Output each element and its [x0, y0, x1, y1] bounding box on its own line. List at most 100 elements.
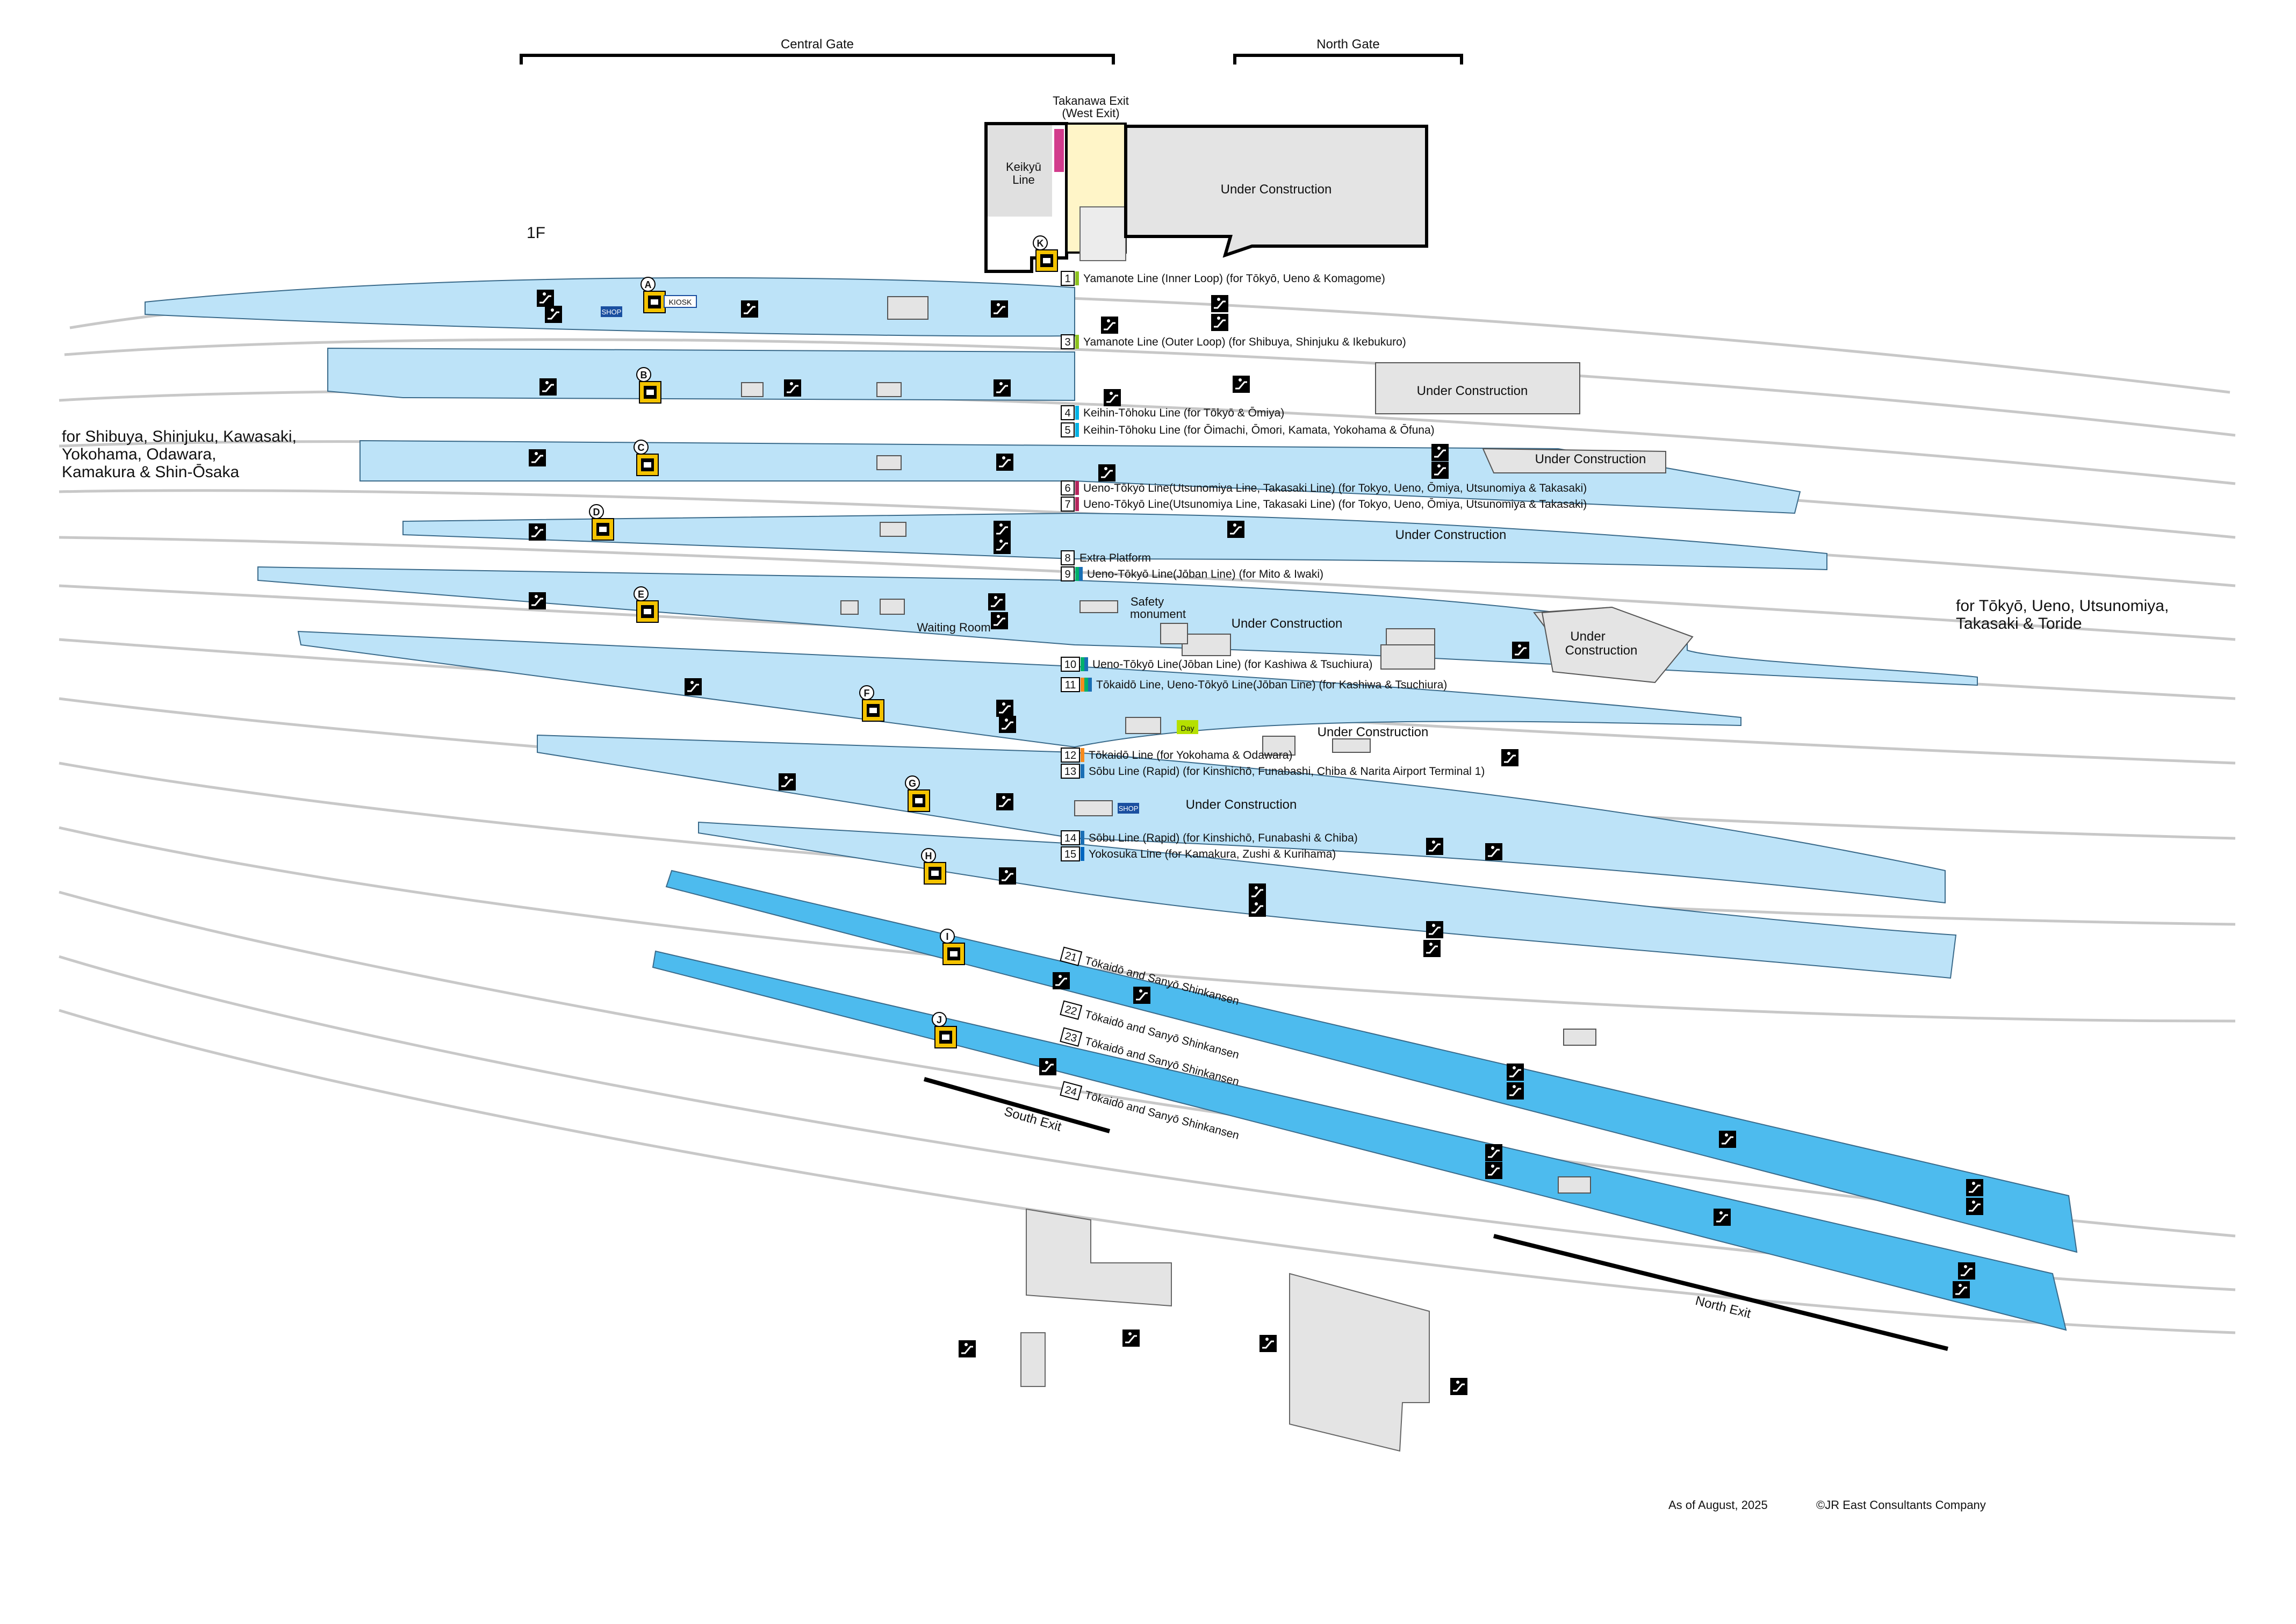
track-destination: Ueno-Tōkyō Line(Utsunomiya Line, Takasak… — [1083, 498, 1587, 511]
track-number: 3 — [1064, 336, 1070, 348]
track-number: 14 — [1064, 832, 1076, 844]
escalator-icon — [1507, 1082, 1524, 1100]
escalator-icon — [1485, 1162, 1502, 1179]
escalator-icon — [1101, 317, 1118, 334]
escalator-icon — [1211, 295, 1228, 312]
under-construction-label: Under Construction — [1318, 725, 1429, 739]
escalator-icon — [999, 867, 1016, 885]
escalator-icon — [1233, 376, 1250, 393]
escalator-icon — [1719, 1131, 1736, 1148]
escalator-icon — [1714, 1209, 1731, 1226]
track-number: 9 — [1064, 569, 1070, 580]
locker-a: A — [640, 277, 666, 313]
escalator-icon — [988, 593, 1005, 610]
escalator-icon — [741, 300, 758, 318]
locker-letter: A — [645, 279, 652, 290]
escalator-icon — [1039, 1058, 1056, 1075]
escalator-icon — [999, 716, 1016, 733]
escalator-icon — [685, 678, 702, 695]
track-destination: Ueno-Tōkyō Line(Utsunomiya Line, Takasak… — [1083, 482, 1587, 494]
east-destination: for Tōkyō, Ueno, Utsunomiya,Takasaki & T… — [1956, 597, 2169, 633]
monument-label: monument — [1130, 607, 1186, 621]
takanawa-exit-area — [984, 122, 1428, 273]
platform-facilities — [741, 296, 1596, 1194]
track-6-label: 6 Ueno-Tōkyō Line(Utsunomiya Line, Takasa… — [1061, 480, 1587, 495]
escalator-icon — [1450, 1378, 1467, 1395]
exit-buildings — [1020, 1208, 1430, 1452]
track-number: 5 — [1064, 425, 1070, 436]
escalator-icon — [1104, 389, 1121, 406]
track-number: 8 — [1064, 552, 1070, 564]
copyright: ©JR East Consultants Company — [1816, 1498, 1986, 1512]
locker-j: J — [932, 1012, 957, 1048]
escalator-icon — [1426, 838, 1443, 855]
escalator-icon — [1426, 921, 1443, 938]
track-7-label: 7 Ueno-Tōkyō Line(Utsunomiya Line, Takasa… — [1061, 497, 1587, 512]
west-destination: for Shibuya, Shinjuku, Kawasaki,Yokohama… — [62, 428, 297, 481]
escalator-icon — [529, 449, 546, 466]
svg-text:SHOP: SHOP — [602, 308, 622, 316]
construction-area-2 — [1482, 448, 1666, 473]
under-label: Under — [1570, 629, 1605, 644]
under-construction-label: Under Construction — [1535, 452, 1646, 466]
east-destination-line: for Tōkyō, Ueno, Utsunomiya, — [1956, 597, 2169, 615]
escalator-icon — [1431, 462, 1449, 479]
central-gate-bracket — [520, 54, 1115, 64]
escalator-icon — [1501, 749, 1518, 766]
locker-letter: E — [638, 589, 644, 600]
escalator-icon — [537, 290, 554, 307]
south-exit-bar — [923, 1077, 1111, 1133]
locker-f: F — [859, 685, 884, 722]
day-sign: Day — [1177, 720, 1198, 734]
locker-c: C — [634, 440, 659, 476]
kiosk-sign: KIOSK — [664, 295, 697, 308]
escalator-icon — [1053, 972, 1070, 989]
escalator-icon — [1133, 987, 1150, 1004]
construction-top-label: Under Construction — [1221, 182, 1332, 197]
escalator-icon — [1259, 1335, 1277, 1352]
keikyu-label: Keikyū — [1006, 160, 1041, 174]
north-gate-label: North Gate — [1316, 37, 1379, 52]
north-gate-bracket — [1233, 54, 1463, 64]
locker-letter: B — [640, 370, 647, 380]
escalator-icon — [996, 700, 1013, 717]
escalator-icon — [1485, 1144, 1502, 1161]
platforms — [145, 277, 1978, 979]
track-number: 1 — [1064, 273, 1070, 285]
west-destination-line: Kamakura & Shin-Ōsaka — [62, 463, 239, 481]
escalator-icon — [994, 537, 1011, 554]
track-number: 6 — [1064, 483, 1070, 494]
track-number: 4 — [1064, 407, 1070, 419]
escalator-icon — [1431, 444, 1449, 461]
locker-letter: D — [593, 507, 600, 518]
track-destination: Yamanote Line (Inner Loop) (for Tōkyō, U… — [1083, 272, 1385, 285]
escalator-icon — [996, 793, 1013, 810]
escalator-icon — [779, 773, 796, 791]
central-gate-label: Central Gate — [781, 37, 854, 52]
east-destination-line: Takasaki & Toride — [1956, 615, 2082, 633]
under-construction-label: Under Construction — [1186, 797, 1297, 812]
west-destination-line: Yokohama, Odawara, — [62, 445, 216, 463]
escalator-icon — [1953, 1281, 1970, 1298]
as-of-date: As of August, 2025 — [1668, 1498, 1768, 1512]
track-1-label: 1 Yamanote Line (Inner Loop) (for Tōkyō, … — [1061, 271, 1385, 286]
floor-label: 1F — [527, 224, 545, 242]
escalator-icons — [529, 290, 1983, 1395]
track-number: 7 — [1064, 499, 1070, 511]
track-destination: Keihin-Tōhoku Line (for Tōkyō & Ōmiya) — [1083, 407, 1284, 419]
track-destination: Sōbu Line (Rapid) (for Kinshichō, Funaba… — [1089, 765, 1485, 778]
platform-15 — [698, 821, 1957, 979]
escalator-icon — [539, 378, 557, 396]
escalator-icon — [1958, 1262, 1975, 1280]
locker-b: B — [636, 367, 661, 404]
escalator-icon — [996, 454, 1013, 471]
track-destination: Yokosuka Line (for Kamakura, Zushi & Kur… — [1089, 848, 1336, 860]
escalator-icon — [1423, 940, 1441, 957]
